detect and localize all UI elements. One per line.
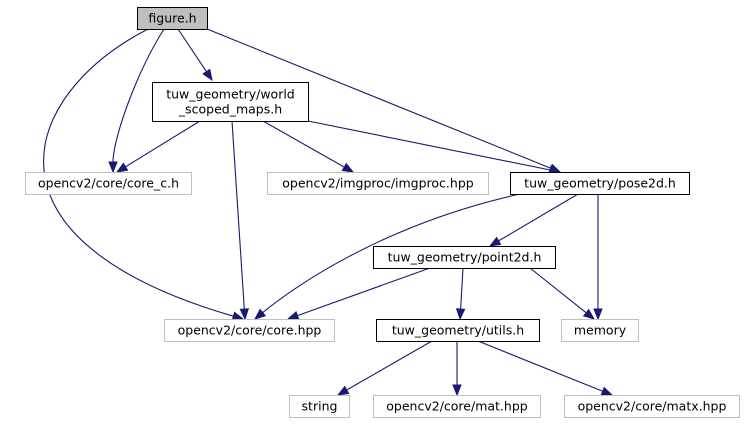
edge-world_scoped_maps-to-core_hpp xyxy=(231,120,250,321)
node-box xyxy=(267,172,489,195)
edges-layer xyxy=(43,28,614,397)
edge-line xyxy=(177,28,207,73)
node-pose2d[interactable]: tuw_geometry/pose2d.h xyxy=(510,172,690,195)
edge-utils-to-mat xyxy=(452,341,462,397)
node-label: string xyxy=(302,399,338,414)
edge-line xyxy=(206,28,551,169)
edge-world_scoped_maps-to-core_c xyxy=(115,120,201,173)
node-box xyxy=(373,395,541,418)
node-box xyxy=(373,246,556,269)
edge-line xyxy=(460,267,464,310)
edge-point2d-to-memory xyxy=(529,267,596,320)
node-box xyxy=(152,82,309,122)
node-memory: memory xyxy=(561,319,639,342)
edge-world_scoped_maps-to-imgproc xyxy=(262,120,355,173)
edge-point2d-to-utils xyxy=(455,267,466,321)
node-label: tuw_geometry/utils.h xyxy=(392,323,524,338)
node-box xyxy=(164,319,335,342)
edge-line xyxy=(498,193,579,242)
edge-arrowhead xyxy=(115,162,129,173)
edge-line xyxy=(43,28,234,317)
node-imgproc: opencv2/imgproc/imgproc.hpp xyxy=(267,172,489,195)
edge-point2d-to-core_hpp xyxy=(286,267,431,320)
node-label: opencv2/core/mat.hpp xyxy=(386,399,527,414)
node-label: opencv2/core/core.hpp xyxy=(178,323,322,338)
node-point2d[interactable]: tuw_geometry/point2d.h xyxy=(373,246,556,269)
edge-arrowhead xyxy=(108,161,118,174)
edge-line xyxy=(307,120,551,171)
edge-arrowhead xyxy=(600,386,614,396)
node-core-c: opencv2/core/core_c.h xyxy=(25,172,192,195)
edge-line xyxy=(529,267,587,314)
edge-utils-to-string xyxy=(336,340,433,396)
edge-arrowhead xyxy=(341,162,355,173)
node-label: tuw_geometry/point2d.h xyxy=(388,250,542,265)
node-string: string xyxy=(289,395,350,418)
node-label: opencv2/core/core_c.h xyxy=(38,176,179,191)
node-box xyxy=(25,172,192,195)
node-box xyxy=(289,395,350,418)
edge-line xyxy=(262,120,345,168)
node-core-hpp: opencv2/core/core.hpp xyxy=(164,319,335,342)
node-mat: opencv2/core/mat.hpp xyxy=(373,395,541,418)
edge-line xyxy=(125,120,201,168)
edge-arrowhead xyxy=(336,385,350,396)
edge-arrowhead xyxy=(455,308,466,321)
edge-arrowhead xyxy=(239,308,250,321)
node-box xyxy=(510,172,690,195)
node-matx: opencv2/core/matx.hpp xyxy=(564,395,740,418)
edge-figure_h-to-core_c xyxy=(108,28,165,174)
edge-line xyxy=(297,267,431,317)
edge-arrowhead xyxy=(231,311,245,321)
node-label: _scoped_maps.h xyxy=(178,102,282,117)
node-utils[interactable]: tuw_geometry/utils.h xyxy=(376,319,540,342)
node-label: opencv2/imgproc/imgproc.hpp xyxy=(282,176,473,191)
node-figure-h: figure.h xyxy=(137,7,208,30)
edge-pose2d-to-core_hpp xyxy=(253,193,521,320)
node-box xyxy=(137,7,208,30)
edge-line xyxy=(231,120,245,310)
edge-arrowhead xyxy=(488,236,502,247)
edge-pose2d-to-point2d xyxy=(488,193,579,247)
node-box xyxy=(561,319,639,342)
node-label: tuw_geometry/pose2d.h xyxy=(524,176,676,191)
node-label: memory xyxy=(574,323,627,338)
node-box xyxy=(376,319,540,342)
node-label: opencv2/core/matx.hpp xyxy=(578,399,727,414)
edge-line xyxy=(346,340,433,391)
edge-arrowhead xyxy=(452,384,462,397)
edge-line xyxy=(112,28,165,163)
edge-arrowhead xyxy=(253,308,267,320)
node-label: tuw_geometry/world xyxy=(166,87,295,102)
edge-line xyxy=(477,340,603,392)
edge-arrowhead xyxy=(202,68,213,82)
edge-utils-to-matx xyxy=(477,340,614,396)
edge-figure_h-to-world_scoped_maps xyxy=(177,28,213,82)
edge-arrowhead xyxy=(582,308,596,320)
node-label: figure.h xyxy=(148,11,196,26)
edge-arrowhead xyxy=(286,311,300,320)
nodes-layer: figure.h tuw_geometry/world_scoped_maps.h… xyxy=(25,7,740,418)
edge-pose2d-to-memory xyxy=(593,194,603,321)
edge-line xyxy=(262,193,521,314)
edge-arrowhead xyxy=(593,308,603,321)
node-world-scoped-maps[interactable]: tuw_geometry/world_scoped_maps.h xyxy=(152,82,309,122)
node-box xyxy=(564,395,740,418)
